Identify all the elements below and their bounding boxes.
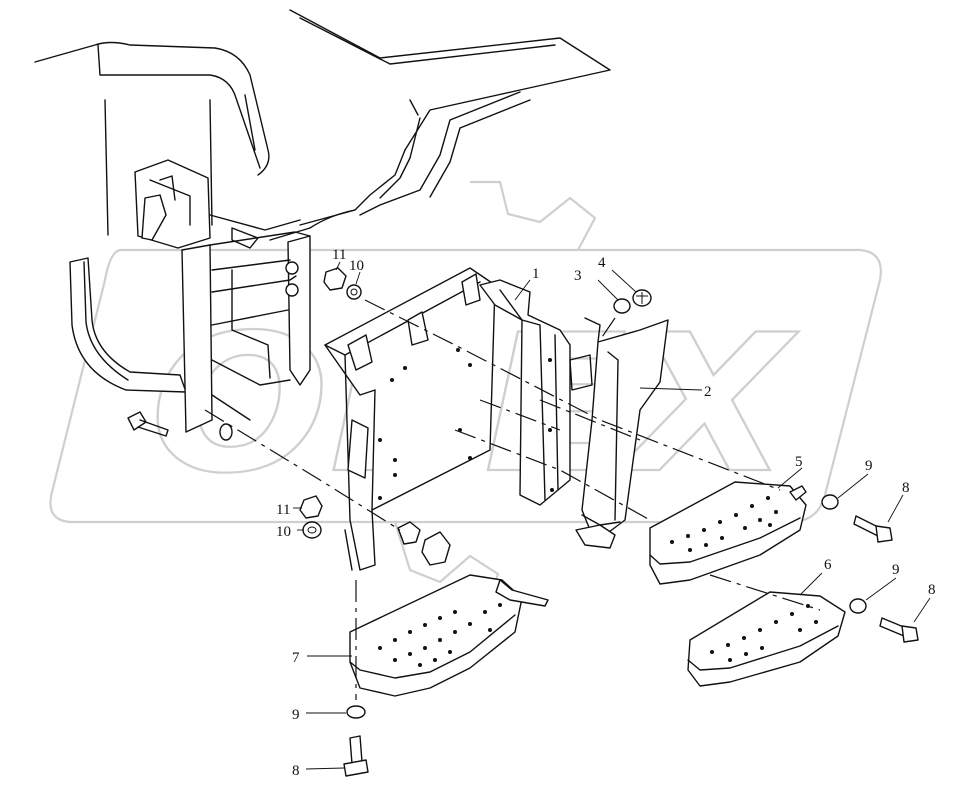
callout-11-upper: 11: [332, 247, 346, 263]
callout-8-right-lower: 8: [928, 582, 936, 598]
bottom-fasteners: [343, 705, 369, 777]
callout-11-lower: 11: [276, 502, 290, 518]
callout-6: 6: [824, 557, 832, 573]
part-5-upper-step: [649, 481, 807, 585]
callout-4: 4: [598, 255, 606, 271]
cab-body: [34, 9, 611, 241]
part-7-lower-step: [349, 574, 549, 697]
fasteners-10-11-lower: [299, 495, 451, 566]
step-6-holes: [710, 604, 818, 662]
right-fasteners: [821, 494, 919, 643]
callout-7: 7: [292, 650, 300, 666]
callout-5: 5: [795, 454, 803, 470]
handrail: [69, 257, 187, 393]
callout-8-bottom: 8: [292, 763, 300, 779]
callout-10-lower: 10: [276, 524, 291, 540]
frame-bolt: [127, 411, 233, 441]
fasteners-10-11-upper: [323, 267, 362, 300]
part-6-lower-step: [687, 591, 846, 687]
callout-labels: 1 2 3 4 5 6 7 8 8 8 9 9 9 10 10 11 11: [276, 247, 936, 779]
callout-10-upper: 10: [349, 258, 364, 274]
callout-1: 1: [532, 266, 540, 282]
callout-9-right-upper: 9: [865, 458, 873, 474]
plate-holes: [378, 348, 472, 500]
callout-8-right-upper: 8: [902, 480, 910, 496]
fasteners-3-4: [613, 289, 652, 314]
callout-2: 2: [704, 384, 712, 400]
part-1-side-bracket: [479, 279, 571, 506]
leader-lines: [293, 261, 931, 770]
step-7-holes: [378, 603, 502, 667]
cab-latch-bracket: [134, 159, 301, 249]
callout-9-bottom: 9: [292, 707, 300, 723]
assembly-center-lines: [204, 299, 821, 700]
callout-9-right-lower: 9: [892, 562, 900, 578]
step-5-holes: [670, 496, 778, 552]
ladder-frame: [181, 231, 311, 433]
callout-3: 3: [574, 268, 582, 284]
mounting-plate: [324, 267, 496, 571]
part-2-cover: [569, 317, 669, 549]
